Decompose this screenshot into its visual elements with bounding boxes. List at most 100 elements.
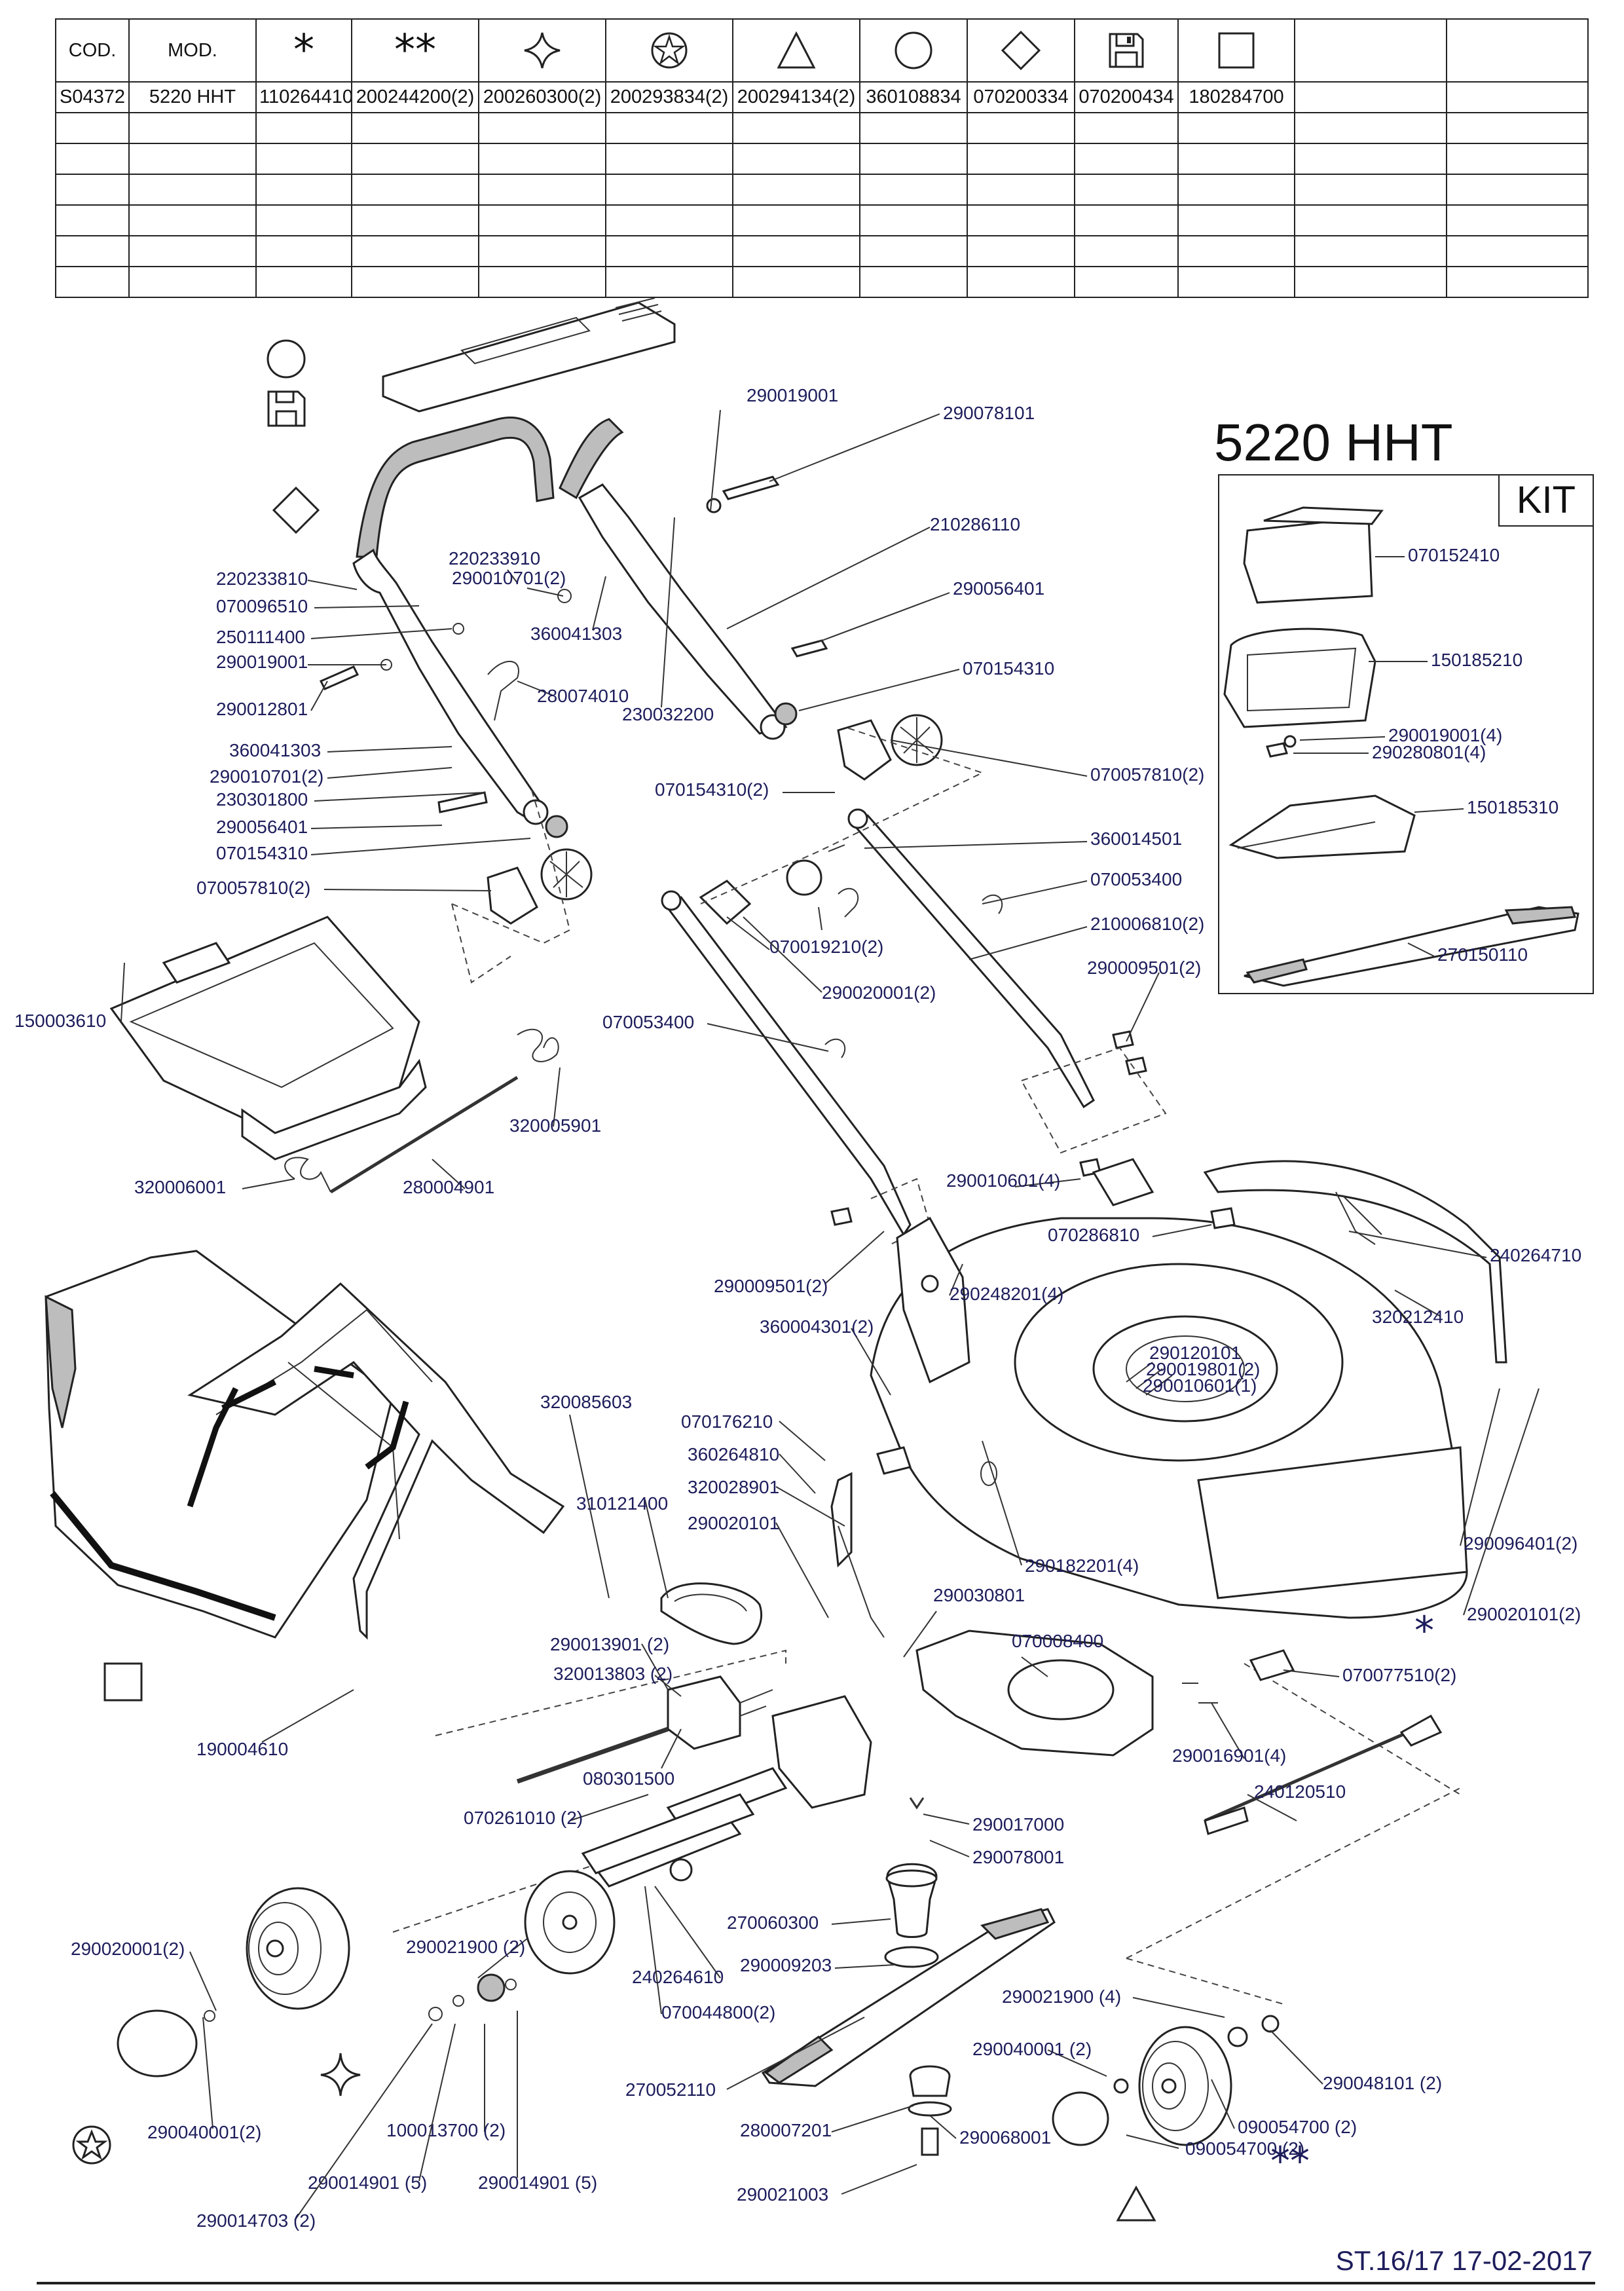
leader-line [949, 1263, 963, 1296]
table-row [55, 112, 1589, 144]
leader-line [418, 2023, 456, 2182]
part-number-label: 250111400 [216, 627, 305, 647]
star-circle-icon [651, 32, 688, 69]
header-symbol-square [1177, 18, 1295, 83]
kit-chute [1228, 794, 1416, 859]
four-point-star-icon [320, 2053, 361, 2096]
leader-line [661, 517, 675, 708]
leader-line [310, 680, 328, 711]
part-number-label: 090054700 (2) [1185, 2138, 1304, 2159]
leader-line [314, 792, 485, 802]
leader-line [310, 628, 452, 639]
leader-line [1014, 1178, 1081, 1187]
leader-line [294, 2023, 433, 2221]
leader-line [654, 1886, 721, 1979]
circle-icon [267, 339, 306, 379]
kit-box: KIT [1218, 474, 1594, 994]
part-number-label: 360041303 [229, 740, 321, 760]
part-number-label: 070286810 [1048, 1225, 1139, 1245]
double-asterisk-marker: ** [1270, 2138, 1310, 2184]
part-number-label: 280007201 [740, 2120, 832, 2140]
part-number-label: 290030801 [933, 1585, 1025, 1605]
asterisk-marker: * [1414, 1608, 1434, 1654]
part-number-label: 290068001 [959, 2127, 1051, 2148]
cell-part: 180284700 [1177, 81, 1295, 113]
kit-leader-line [1414, 808, 1464, 813]
cell-part: 200294134(2) [732, 81, 860, 113]
part-number-label: 280004901 [403, 1177, 494, 1197]
part-number-label: 070057810(2) [1090, 764, 1204, 785]
leader-line [1152, 1224, 1212, 1237]
kit-part-label: 270150110 [1437, 944, 1528, 965]
leader-line [982, 880, 1088, 904]
blade-adapter-housing [1007, 1659, 1115, 1721]
part-number-label: 290078101 [943, 403, 1035, 423]
table-row [55, 266, 1589, 298]
leader-line [310, 825, 443, 829]
circle-icon [895, 31, 932, 69]
square-icon [1218, 32, 1255, 69]
part-number-label: 290009203 [740, 1955, 832, 1975]
header-empty-2 [1446, 18, 1589, 83]
drive-system [516, 1446, 1154, 1888]
table-row [55, 204, 1589, 236]
drive-belt [660, 1582, 763, 1645]
diagram-symbols: * ** [72, 339, 1434, 2222]
leader-line [314, 605, 420, 608]
part-number-label: 240264710 [1490, 1245, 1581, 1265]
part-number-label: 290056401 [953, 578, 1044, 599]
rear-axle [581, 1793, 755, 1874]
part-number-label: 070053400 [602, 1012, 694, 1032]
leader-line [323, 889, 492, 891]
kit-label: KIT [1498, 475, 1593, 527]
leader-line [644, 1499, 669, 1599]
part-number-label: 290016901(4) [1172, 1745, 1286, 1766]
header-empty-1 [1294, 18, 1447, 83]
part-number-label: 290010601(1) [1143, 1375, 1257, 1396]
part-number-label: 290010601(4) [946, 1170, 1060, 1191]
cell-part: 200293834(2) [605, 81, 733, 113]
leader-line [929, 1840, 970, 1857]
leader-line [310, 838, 531, 855]
part-number-label: 070154310 [963, 658, 1054, 679]
wheels [117, 1887, 1280, 2146]
grass-catcher [45, 916, 565, 1640]
footer-code: ST.16/17 17-02-2017 [1335, 2245, 1593, 2276]
part-number-label: 240264610 [632, 1967, 724, 1987]
part-number-label: 290010701(2) [210, 766, 323, 787]
kit-leader-line [1407, 942, 1435, 957]
leader-line [1211, 2079, 1235, 2129]
part-number-label: 290056401 [216, 817, 308, 837]
part-number-label: 290020001(2) [71, 1939, 185, 1959]
footer-rule [37, 2282, 1595, 2284]
leader-line [710, 409, 721, 512]
part-number-label: 310121400 [576, 1493, 668, 1514]
part-number-label: 280074010 [537, 686, 629, 706]
part-number-label: 290040001 (2) [972, 2039, 1092, 2059]
leader-line [569, 1414, 610, 1599]
model-title: 5220 HHT [1214, 413, 1453, 472]
leader-line [726, 916, 770, 950]
part-number-label: 320006001 [134, 1177, 226, 1197]
header-symbol-four-point-star [478, 18, 606, 83]
header-symbol-circle [859, 18, 968, 83]
diamond-icon [272, 486, 320, 534]
leader-line [818, 592, 950, 643]
pulley-and-cover [428, 1870, 616, 2021]
part-number-label: 080301500 [583, 1768, 674, 1789]
part-number-label: 290248201(4) [950, 1284, 1063, 1304]
leader-line [1270, 2030, 1323, 2085]
part-number-label: 320028901 [688, 1477, 779, 1497]
leader-line [864, 841, 1088, 849]
part-number-label: 070176210 [681, 1411, 773, 1432]
kit-part-label: 150185310 [1467, 797, 1559, 817]
part-number-label: 230032200 [622, 704, 714, 724]
leader-line [1247, 1794, 1297, 1821]
leader-line [202, 2017, 213, 2129]
kit-drawings [1223, 506, 1579, 987]
kit-deflector [1223, 627, 1376, 728]
part-number-label: 290014901 (5) [478, 2172, 597, 2193]
gearbox [667, 1675, 741, 1750]
cell-model: 5220 HHT [128, 81, 257, 113]
part-number-label: 320212410 [1372, 1307, 1464, 1327]
